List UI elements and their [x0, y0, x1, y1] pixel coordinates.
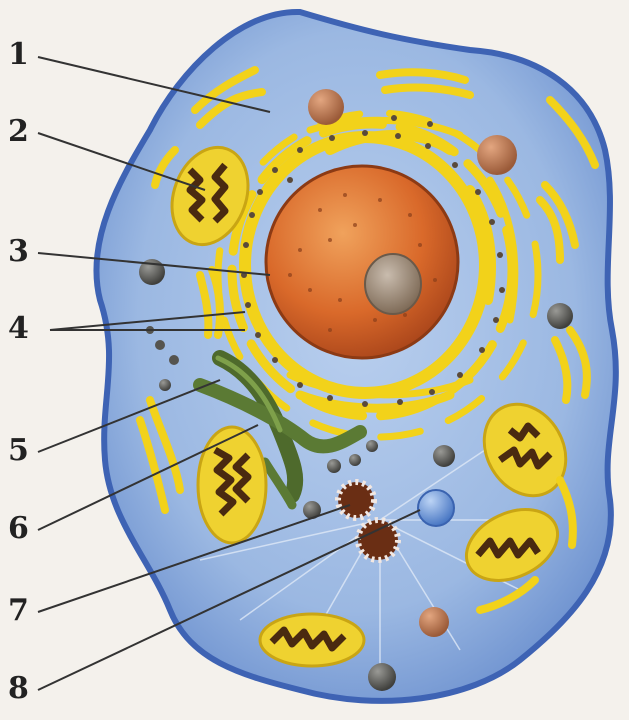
mitochondrion-bottom — [260, 614, 364, 666]
nucleus — [266, 166, 458, 358]
label-2: 2 — [8, 117, 29, 147]
label-4: 4 — [8, 314, 29, 344]
label-6: 6 — [8, 514, 29, 544]
label-7: 7 — [8, 596, 29, 626]
label-5: 5 — [8, 436, 29, 466]
label-8: 8 — [8, 674, 29, 704]
lysosome — [418, 490, 454, 526]
mitochondrion-left — [198, 427, 266, 543]
nucleolus — [365, 254, 421, 314]
label-1: 1 — [8, 40, 29, 70]
label-3: 3 — [8, 237, 29, 267]
